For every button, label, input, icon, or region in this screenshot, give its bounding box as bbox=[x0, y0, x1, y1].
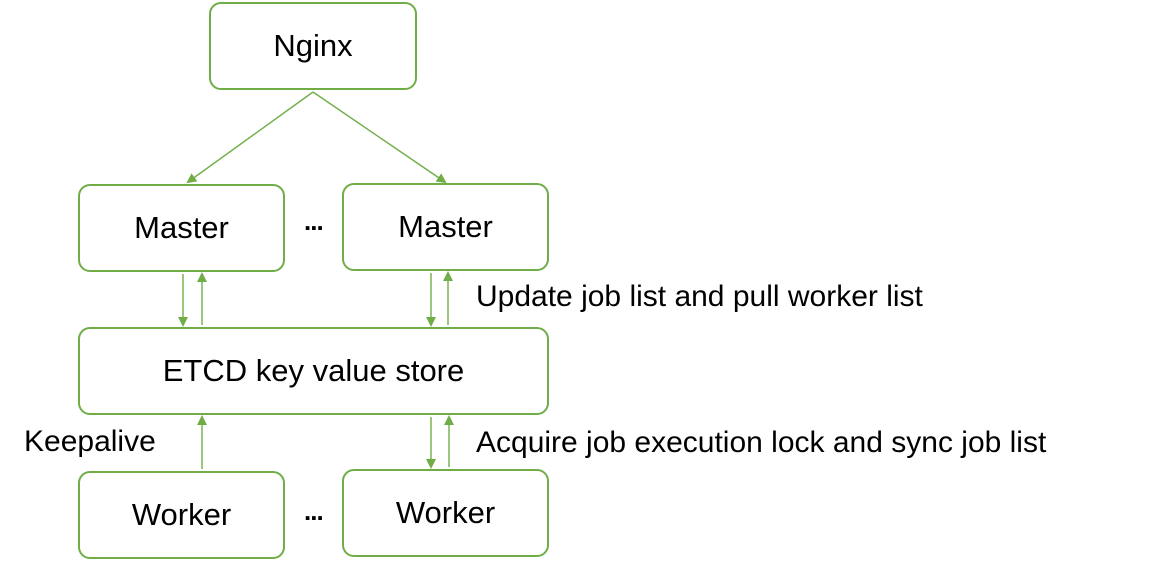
keepalive-edge-label: Keepalive bbox=[24, 425, 156, 458]
etcd-node: ETCD key value store bbox=[78, 327, 549, 415]
master-node-1-label: Master bbox=[134, 210, 229, 245]
arrow-nginx-to-master-2 bbox=[312, 91, 447, 184]
worker-node-2-label: Worker bbox=[395, 495, 496, 530]
worker-node-1: Worker bbox=[78, 471, 285, 559]
workers-ellipsis: ... bbox=[304, 496, 324, 526]
worker-node-2: Worker bbox=[342, 469, 549, 557]
master-node-2: Master bbox=[342, 183, 549, 271]
master-node-1: Master bbox=[78, 184, 285, 272]
update-edge-label: Update job list and pull worker list bbox=[476, 280, 923, 313]
masters-ellipsis: ... bbox=[304, 206, 324, 236]
etcd-node-label: ETCD key value store bbox=[162, 353, 465, 388]
acquire-edge-label: Acquire job execution lock and sync job … bbox=[476, 426, 1047, 459]
arrow-nginx-to-master-1 bbox=[186, 91, 314, 184]
nginx-node-label: Nginx bbox=[273, 28, 353, 63]
master-node-2-label: Master bbox=[398, 209, 493, 244]
worker-node-1-label: Worker bbox=[131, 497, 232, 532]
nginx-node: Nginx bbox=[209, 2, 417, 90]
